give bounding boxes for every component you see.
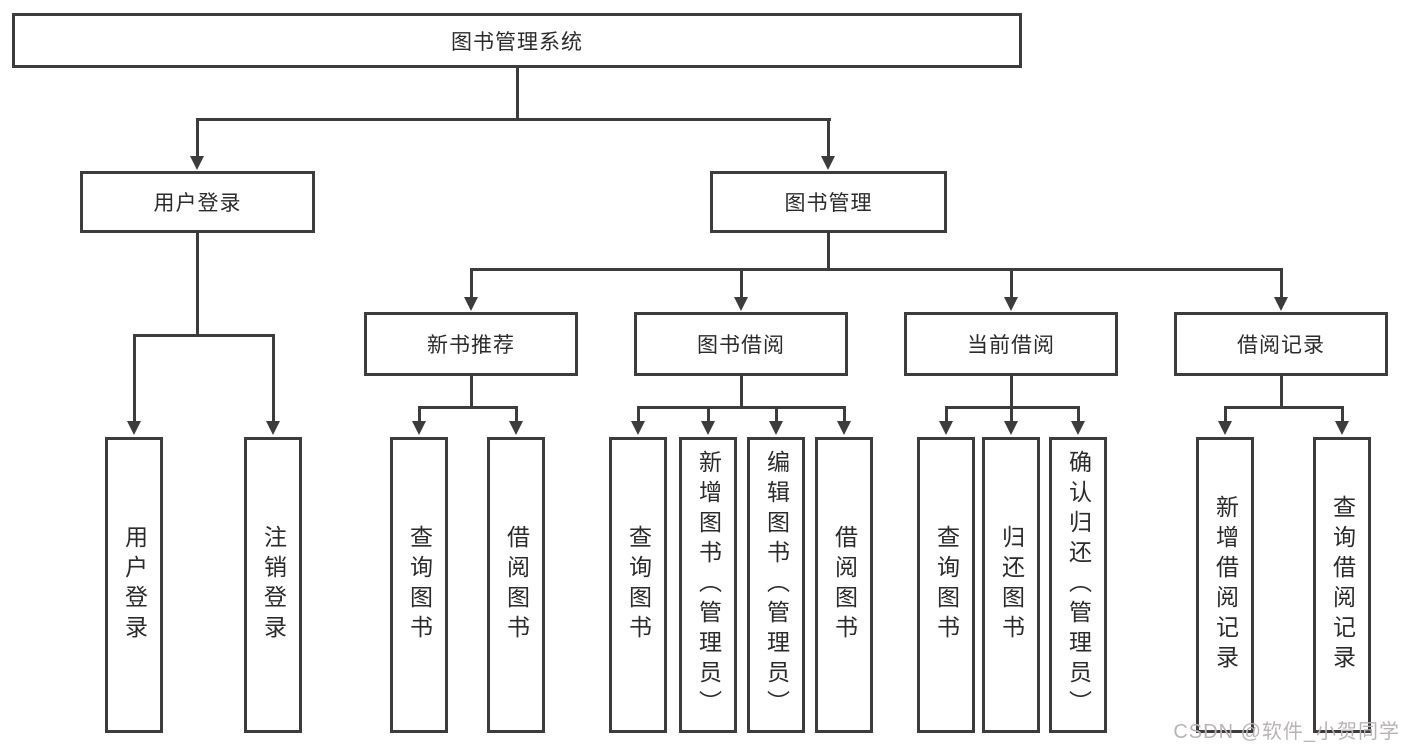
arrowhead-down-icon bbox=[190, 156, 204, 170]
connector-line bbox=[1341, 406, 1344, 422]
connector-line bbox=[470, 268, 1283, 271]
connector-line bbox=[1010, 268, 1013, 298]
connector-line bbox=[1280, 376, 1283, 409]
arrowhead-down-icon bbox=[821, 156, 835, 170]
arrowhead-down-icon bbox=[509, 421, 523, 435]
node-leaf-borrow-books-newbook: 借阅图书 bbox=[487, 437, 545, 733]
connector-line bbox=[827, 233, 830, 271]
node-leaf-user-login: 用户登录 bbox=[105, 437, 163, 733]
node-leaf-borrow-books-borrow: 借阅图书 bbox=[815, 437, 873, 733]
node-leaf-query-books-borrow: 查询图书 bbox=[609, 437, 667, 733]
node-leaf-query-books-current: 查询图书 bbox=[917, 437, 975, 733]
connector-line bbox=[418, 406, 421, 422]
connector-line bbox=[637, 406, 640, 422]
watermark: CSDN @软件_小贺同学 bbox=[1173, 721, 1400, 743]
node-new-book: 新书推荐 bbox=[364, 312, 578, 376]
connector-line bbox=[1280, 268, 1283, 298]
connector-line bbox=[196, 118, 831, 121]
connector-line bbox=[516, 68, 519, 121]
arrowhead-down-icon bbox=[1274, 297, 1288, 311]
arrowhead-down-icon bbox=[734, 297, 748, 311]
arrowhead-down-icon bbox=[701, 421, 715, 435]
node-leaf-logout: 注销登录 bbox=[244, 437, 302, 733]
connector-line bbox=[1224, 406, 1344, 409]
connector-line bbox=[637, 406, 846, 409]
connector-line bbox=[1224, 406, 1227, 422]
connector-line bbox=[707, 406, 710, 422]
node-root: 图书管理系统 bbox=[12, 13, 1022, 68]
connector-line bbox=[740, 268, 743, 298]
connector-line bbox=[133, 334, 275, 337]
node-leaf-add-borrow-record: 新增借阅记录 bbox=[1196, 437, 1254, 733]
connector-line bbox=[843, 406, 846, 422]
arrowhead-down-icon bbox=[1004, 297, 1018, 311]
arrowhead-down-icon bbox=[837, 421, 851, 435]
node-leaf-query-books-newbook: 查询图书 bbox=[390, 437, 448, 733]
arrowhead-down-icon bbox=[1004, 421, 1018, 435]
connector-line bbox=[945, 406, 948, 422]
connector-line bbox=[470, 268, 473, 298]
arrowhead-down-icon bbox=[266, 421, 280, 435]
connector-line bbox=[272, 334, 275, 422]
arrowhead-down-icon bbox=[631, 421, 645, 435]
node-leaf-return-book: 归还图书 bbox=[982, 437, 1040, 733]
arrowhead-down-icon bbox=[412, 421, 426, 435]
arrowhead-down-icon bbox=[1071, 421, 1085, 435]
connector-line bbox=[775, 406, 778, 422]
arrowhead-down-icon bbox=[127, 421, 141, 435]
arrowhead-down-icon bbox=[464, 297, 478, 311]
node-borrow-record: 借阅记录 bbox=[1174, 312, 1388, 376]
connector-line bbox=[1077, 406, 1080, 422]
node-user-login: 用户登录 bbox=[80, 171, 315, 233]
connector-line bbox=[827, 118, 830, 157]
connector-line bbox=[196, 118, 199, 157]
arrowhead-down-icon bbox=[769, 421, 783, 435]
connector-line bbox=[196, 233, 199, 337]
node-leaf-add-book-admin: 新增图书（管理员） bbox=[679, 437, 737, 733]
arrowhead-down-icon bbox=[939, 421, 953, 435]
connector-line bbox=[133, 334, 136, 422]
node-current-borrow: 当前借阅 bbox=[904, 312, 1118, 376]
connector-line bbox=[470, 376, 473, 409]
node-book-mgmt: 图书管理 bbox=[710, 171, 947, 233]
connector-line bbox=[1010, 406, 1013, 422]
node-book-borrow: 图书借阅 bbox=[634, 312, 848, 376]
connector-line bbox=[515, 406, 518, 422]
node-leaf-confirm-return-admin: 确认归还（管理员） bbox=[1049, 437, 1107, 733]
node-leaf-query-borrow-record: 查询借阅记录 bbox=[1313, 437, 1371, 733]
arrowhead-down-icon bbox=[1335, 421, 1349, 435]
connector-line bbox=[740, 376, 743, 409]
connector-line bbox=[1010, 376, 1013, 409]
node-leaf-edit-book-admin: 编辑图书（管理员） bbox=[747, 437, 805, 733]
arrowhead-down-icon bbox=[1218, 421, 1232, 435]
connector-line bbox=[418, 406, 518, 409]
